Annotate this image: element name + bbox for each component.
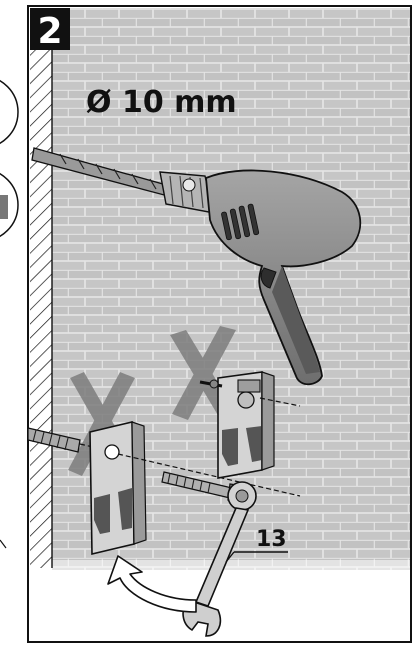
wall-section-hatching <box>30 8 52 568</box>
wrench-size-label: 13 <box>256 527 287 552</box>
step-number-badge: 2 <box>30 8 70 52</box>
drill-bit-size-label: Ø 10 mm <box>86 85 237 120</box>
step-number: 2 <box>37 11 62 52</box>
adjacent-figure-fragment <box>0 76 18 548</box>
